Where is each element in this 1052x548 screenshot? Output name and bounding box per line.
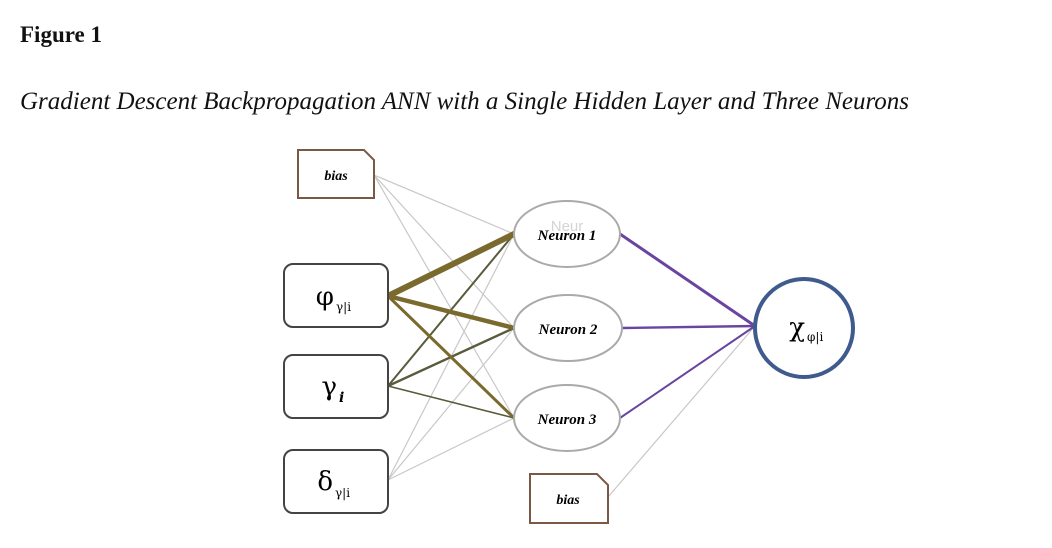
- edge-n3-out: [619, 325, 756, 419]
- edge-hbias-out: [607, 325, 756, 498]
- output-node: χ φ|i: [753, 277, 855, 379]
- neuron-2-label: Neuron 2: [538, 322, 598, 338]
- delta-input-symbol: δ: [317, 467, 333, 497]
- neuron-2-node: [513, 294, 623, 362]
- edge-gamma-n3: [387, 385, 515, 419]
- edge-phi-n3: [386, 294, 516, 420]
- edge-n2-out: [620, 324, 757, 330]
- figure-caption: Gradient Descent Backpropagation ANN wit…: [20, 88, 910, 115]
- output-weights: [618, 232, 757, 419]
- delta-input-subscript: γ|i: [335, 486, 350, 500]
- edge-bias-n1: [373, 174, 515, 235]
- input-bias: bias: [297, 149, 375, 199]
- phi-weights: [385, 231, 517, 420]
- hidden-bias-label: bias: [556, 493, 580, 508]
- edge-phi-n2: [385, 293, 517, 331]
- neuron-3: Neuron 3: [513, 384, 621, 452]
- figure-label: Figure 1: [20, 22, 102, 47]
- input-delta: δ γ|i: [283, 449, 389, 514]
- output-symbol: χ: [789, 313, 805, 343]
- neuron-1-ghost-label: Neur: [551, 218, 584, 235]
- delta-input-box: [283, 449, 389, 514]
- bias-input-label: bias: [324, 169, 348, 184]
- edge-phi-n1: [385, 231, 517, 299]
- edge-n1-out: [618, 232, 757, 328]
- neuron-1-label: Neuron 1: [537, 228, 597, 244]
- edge-bias-n3: [373, 174, 515, 419]
- gamma-input-symbol: γ: [321, 372, 337, 402]
- neuron-3-label: Neuron 3: [537, 412, 597, 428]
- hidden-bias-note-shape: [529, 473, 609, 524]
- edge-bias-n2: [373, 174, 515, 329]
- output-circle: [753, 277, 855, 379]
- edge-delta-n3: [387, 417, 515, 481]
- gamma-input-box: [283, 354, 389, 419]
- neuron-1: Neur Neuron 1: [513, 200, 621, 268]
- neuron-2: Neuron 2: [513, 294, 623, 362]
- input-phi: φ γ|i: [283, 263, 389, 328]
- phi-input-box: [283, 263, 389, 328]
- gamma-weights: [387, 233, 515, 419]
- neuron-1-node: [513, 200, 621, 268]
- neuron-3-node: [513, 384, 621, 452]
- bias-note-shape: [297, 149, 375, 199]
- output-subscript: φ|i: [807, 330, 823, 344]
- edge-delta-n2: [387, 327, 515, 481]
- input-gamma: γ i: [283, 354, 389, 419]
- phi-input-subscript: γ|i: [336, 300, 351, 314]
- hidden-bias: bias: [529, 473, 609, 524]
- faint-weights: [373, 174, 756, 498]
- gamma-input-subscript: i: [339, 390, 344, 406]
- phi-input-symbol: φ: [316, 282, 334, 312]
